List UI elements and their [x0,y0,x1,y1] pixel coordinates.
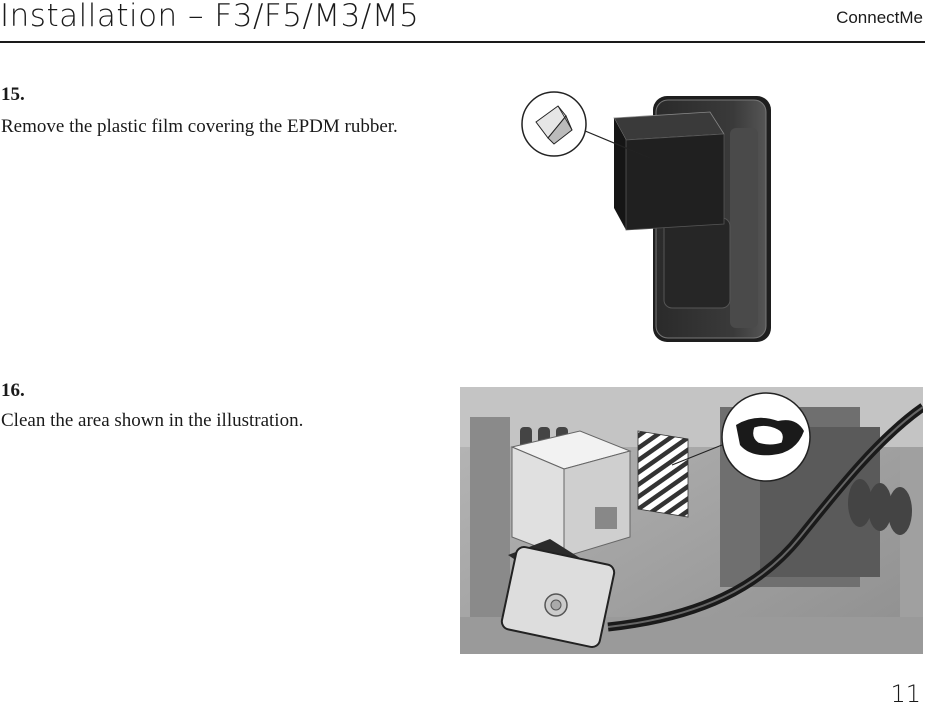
cleaning-cloth-icon [721,392,811,482]
step-16-illustration [460,387,923,654]
header-divider [0,41,925,43]
brand-name: ConnectMe [836,8,923,27]
step-15-text: Remove the plastic film covering the EPD… [1,116,398,137]
step-15-number: 15. [1,84,25,105]
step-16-text: Clean the area shown in the illustration… [1,410,304,431]
step-15-illustration [521,91,771,342]
step-16-number: 16. [1,380,25,401]
peel-film-icon [521,91,587,157]
page-number: 11 [890,680,921,708]
page-title: Installation – F3/F5/M3/M5 [0,0,420,34]
